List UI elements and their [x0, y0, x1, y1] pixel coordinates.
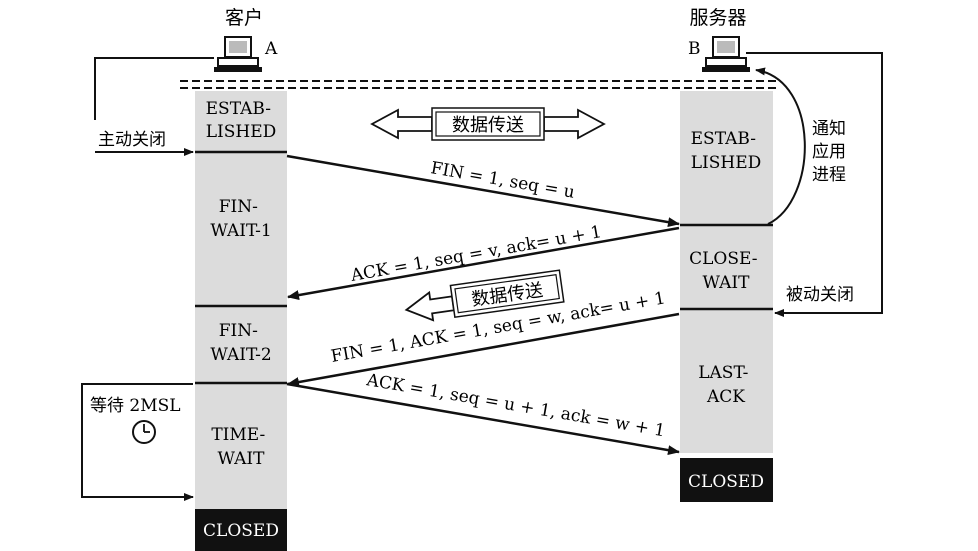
active-close-label: 主动关闭 [98, 130, 166, 150]
data-transfer-label: 数据传送 [452, 115, 524, 136]
client-state-established: ESTAB- LISHED [206, 99, 277, 142]
passive-close-label: 被动关闭 [786, 285, 854, 305]
active-close-bracket [94, 57, 214, 120]
data-transfer-double-arrow [370, 107, 606, 141]
wait-2msl-bracket [81, 383, 194, 501]
server-state-column [680, 91, 773, 502]
clock-icon [132, 420, 156, 444]
ack1-label: ACK = 1, seq = v, ack= u + 1 [348, 222, 603, 286]
server-state-closed: CLOSED [688, 472, 764, 492]
client-state-column [195, 91, 287, 551]
client-computer-icon [214, 36, 262, 72]
notify-app-curve [755, 67, 806, 225]
server-computer-icon [702, 36, 750, 72]
client-state-fin-wait-1: FIN- WAIT-1 [210, 197, 271, 241]
fin2-arrow [287, 312, 680, 387]
wait-2msl-label: 等待 2MSL [90, 396, 181, 416]
client-state-closed: CLOSED [203, 521, 279, 541]
client-state-time-wait: TIME- WAIT [211, 425, 270, 469]
client-host-label: A [264, 39, 278, 59]
server-state-last-ack: LAST- ACK [698, 363, 754, 407]
ack2-arrow [286, 382, 680, 456]
notify-app-label: 通知 应用 进程 [812, 119, 851, 185]
server-host-label: B [688, 39, 701, 59]
passive-close-bracket [746, 52, 883, 317]
fin1-arrow [286, 154, 680, 228]
server-state-established: ESTAB- LISHED [691, 129, 762, 173]
client-state-fin-wait-2: FIN- WAIT-2 [210, 321, 271, 365]
data-transfer-arrow-2: 数据传送 [404, 269, 565, 322]
server-title: 服务器 [689, 7, 746, 29]
ack1-arrow [287, 226, 680, 301]
client-title: 客户 [225, 7, 263, 29]
fin1-label: FIN = 1, seq = u [429, 158, 576, 203]
server-state-close-wait: CLOSE- WAIT [689, 249, 763, 293]
